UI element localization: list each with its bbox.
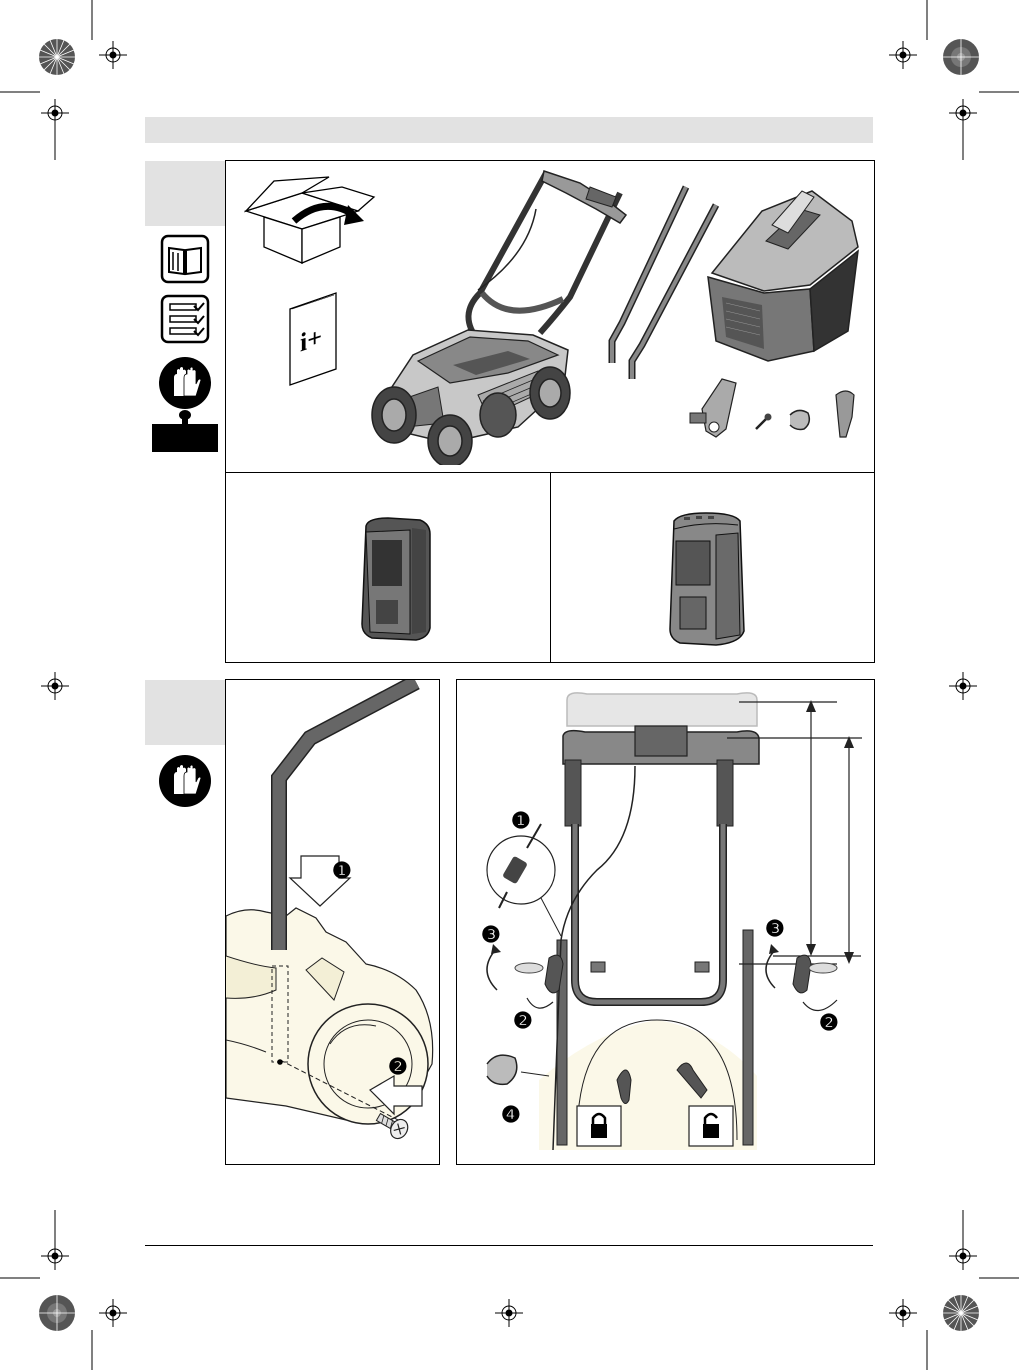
grass-box-illustration (702, 181, 862, 376)
weight-icon (152, 410, 218, 457)
callout-2-left: ❷ (513, 1008, 533, 1034)
step1-divider-vertical (550, 472, 551, 662)
step1-frame: i+ (225, 160, 875, 663)
read-manual-icon (160, 234, 210, 284)
callout-4: ❹ (501, 1102, 521, 1128)
step2-tab (145, 680, 225, 745)
step1-tab (145, 161, 225, 226)
battery-small-illustration (358, 516, 434, 647)
callout-3-left: ❸ (481, 922, 501, 948)
callout-2: ❷ (388, 1054, 408, 1080)
step2-right-frame: ❶ ❸ ❸ ❷ ❷ ❹ (456, 679, 875, 1165)
lock-open-icon (689, 1106, 733, 1146)
callout-2-right: ❷ (819, 1010, 839, 1036)
checklist-icon (160, 294, 210, 344)
gloves-icon (158, 356, 212, 410)
gloves-icon (158, 754, 212, 808)
battery-large-illustration (664, 511, 748, 652)
lock-closed-icon (577, 1106, 621, 1146)
fasteners-illustration (686, 373, 866, 450)
callout-1: ❶ (332, 858, 352, 884)
callout-3-right: ❸ (765, 916, 785, 942)
callout-1: ❶ (511, 808, 531, 834)
header-band (145, 117, 873, 143)
info-leaflet-icon: i+ (288, 291, 340, 391)
step2-left-frame: ❶ ❷ (225, 679, 440, 1165)
footer-rule (145, 1245, 873, 1246)
